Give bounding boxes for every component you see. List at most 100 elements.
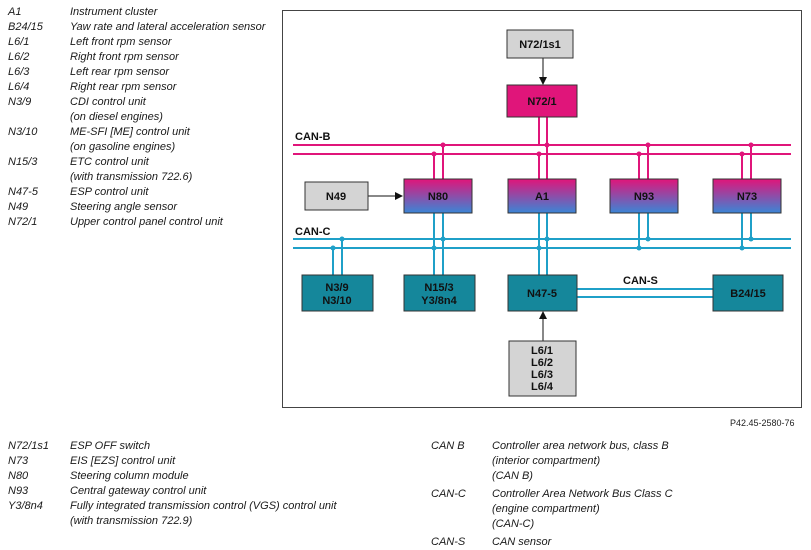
legend-text: ESP control unit <box>70 186 149 198</box>
b24-label: B24/15 <box>730 288 765 300</box>
legend-text-line1: Fully integrated transmission control (V… <box>70 500 337 512</box>
legend-text: Left front rpm sensor <box>70 36 172 48</box>
legend-key: N15/3 <box>8 156 38 168</box>
n72s1-label: N72/1s1 <box>519 39 561 51</box>
legend-text-line2: (on gasoline engines) <box>70 141 176 153</box>
can-c-bus <box>293 238 791 249</box>
legend-item: A1 Instrument cluster <box>8 5 278 20</box>
legend-key: CAN-C <box>431 488 466 500</box>
n49-label: N49 <box>326 191 346 203</box>
legend-key: L6/3 <box>8 66 30 78</box>
legend-key: L6/1 <box>8 36 30 48</box>
legend-text: Steering angle sensor <box>70 201 178 213</box>
legend-text: Controller area network bus, class B (int… <box>492 439 731 484</box>
legend-item: L6/1 Left front rpm sensor <box>8 35 278 50</box>
legend-text: Controller Area Network Bus Class C(engi… <box>492 487 731 532</box>
can-c-junctions <box>330 236 754 251</box>
diagram-frame: CAN-B CAN-C <box>282 10 802 408</box>
legend-item: N47-5 ESP control unit <box>8 185 278 200</box>
legend-item: N15/3 ETC control unit(with transmission … <box>8 155 278 185</box>
legend-item: N3/9 CDI control unit (on diesel engines) <box>8 95 278 125</box>
legend-item: L6/3 Left rear rpm sensor <box>8 65 278 80</box>
l6-3-label: L6/3 <box>531 369 553 381</box>
legend-text: Left rear rpm sensor <box>70 66 170 78</box>
l6-box: L6/1 L6/2 L6/3 L6/4 <box>508 340 577 397</box>
legend-item: N49 Steering angle sensor <box>8 200 278 215</box>
figure-reference: P42.45-2580-76 <box>730 418 795 428</box>
legend-text: CAN sensor <box>492 536 552 548</box>
l6-4-label: L6/4 <box>531 381 554 393</box>
n93-label: N93 <box>634 191 654 203</box>
legend-text-line1: Controller Area Network Bus Class C <box>492 488 673 500</box>
can-c-drops-top <box>433 213 752 248</box>
legend-key: A1 <box>8 6 22 18</box>
n3-label-1: N3/9 <box>325 282 348 294</box>
b24-box: B24/15 <box>712 274 784 312</box>
legend-text-line1: ETC control unit <box>70 156 149 168</box>
legend-text-line2: (interior compartment) <box>492 455 601 467</box>
can-c-drops-bottom <box>332 239 548 275</box>
legend-text-line1: CDI control unit <box>70 96 146 108</box>
legend-key: N47-5 <box>8 186 38 198</box>
n49-box: N49 <box>304 181 369 211</box>
legend-text-line1: ME-SFI [ME] control unit <box>70 126 190 138</box>
legend-key: CAN-S <box>431 536 466 548</box>
legend-text: Central gateway control unit <box>70 485 207 497</box>
n15-label-1: N15/3 <box>424 282 453 294</box>
legend-text: Right front rpm sensor <box>70 51 179 63</box>
legend-key: L6/4 <box>8 81 30 93</box>
n15-label-2: Y3/8n4 <box>421 295 457 307</box>
n15-box: N15/3 Y3/8n4 <box>403 274 476 312</box>
can-s-bus <box>577 288 713 298</box>
n47-label: N47-5 <box>527 288 557 300</box>
a1-box: A1 <box>507 178 577 214</box>
can-c-label: CAN-C <box>295 226 330 238</box>
legend-item: CAN-C Controller Area Network Bus Class C… <box>431 487 731 532</box>
legend-text: Instrument cluster <box>70 6 158 18</box>
legend-text: Fully integrated transmission control (V… <box>70 499 388 529</box>
legend-item: N3/10 ME-SFI [ME] control unit (on gasolin… <box>8 125 278 155</box>
legend-text-line2: (on diesel engines) <box>70 111 163 123</box>
n72-label: N72/1 <box>527 96 556 108</box>
n80-box: N80 <box>403 178 473 214</box>
legend-text: ETC control unit(with transmission 722.6… <box>70 155 278 185</box>
can-b-label: CAN-B <box>295 131 330 143</box>
legend-key: N49 <box>8 201 29 213</box>
legend-text: CDI control unit (on diesel engines) <box>70 95 278 125</box>
n80-label: N80 <box>428 191 448 203</box>
legend-text: ME-SFI [ME] control unit (on gasoline eng… <box>70 125 278 155</box>
legend-key: N93 <box>8 485 29 497</box>
legend-text: Right rear rpm sensor <box>70 81 177 93</box>
n73-box: N73 <box>712 178 782 214</box>
n73-label: N73 <box>737 191 757 203</box>
legend-key: N3/9 <box>8 96 32 108</box>
n3-box: N3/9 N3/10 <box>301 274 374 312</box>
legend-text-line1: Controller area network bus, class B <box>492 440 669 452</box>
legend-key: N73 <box>8 455 29 467</box>
legend-key: N3/10 <box>8 126 38 138</box>
legend-text-line3: (CAN-C) <box>492 518 535 530</box>
legend-item: N80 Steering column module <box>8 469 388 484</box>
legend-key: N72/1s1 <box>8 440 49 452</box>
l6-2-label: L6/2 <box>531 357 553 369</box>
n72-box: N72/1 <box>506 84 578 118</box>
legend-key: B24/15 <box>8 21 43 33</box>
n47-box: N47-5 <box>507 274 578 312</box>
n93-box: N93 <box>609 178 679 214</box>
can-bus-diagram: CAN-B CAN-C <box>293 29 791 397</box>
can-b-bus <box>293 144 791 155</box>
legend-text-line2: (with transmission 722.9) <box>70 515 193 527</box>
can-b-junctions <box>431 142 754 157</box>
legend-text: Steering column module <box>70 470 189 482</box>
a1-label: A1 <box>535 191 549 203</box>
legend-key: N80 <box>8 470 29 482</box>
legend-item: L6/4 Right rear rpm sensor <box>8 80 278 95</box>
